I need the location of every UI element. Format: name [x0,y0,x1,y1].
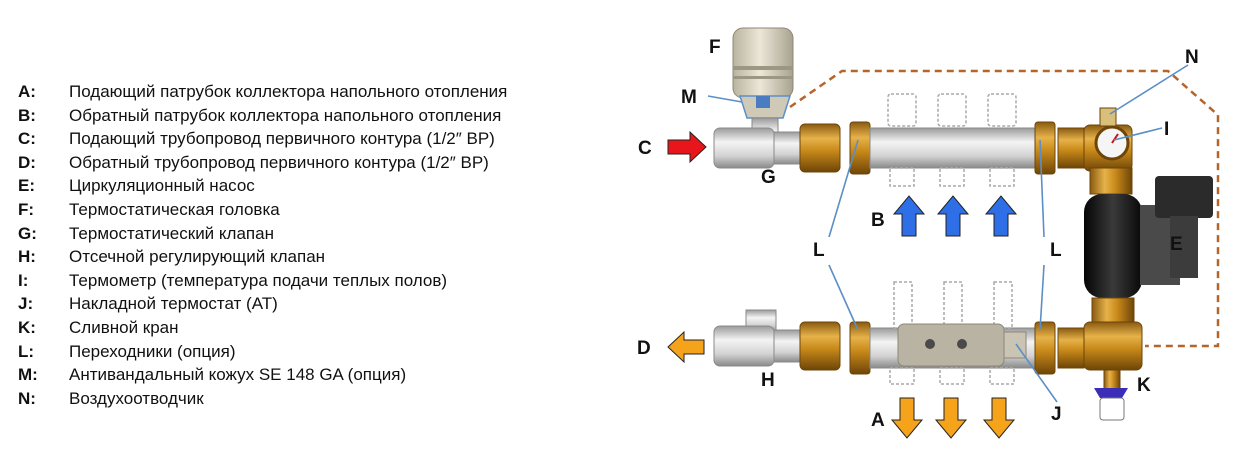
label-n: N [1185,47,1199,68]
legend-key: G: [18,223,37,243]
legend-description: Воздухоотводчик [69,388,204,408]
label-k: K [1137,375,1151,396]
legend-description: Термометр (температура подачи теплых пол… [69,270,448,290]
legend-description: Сливной кран [69,317,179,337]
legend-description: Накладной термостат (AT) [69,294,278,314]
legend-description: Термостатический клапан [69,223,274,243]
label-i: I [1164,119,1169,140]
label-m: M [681,87,697,108]
label-b: B [871,210,885,231]
right-fittings [1057,107,1213,421]
legend-key: L: [18,341,35,361]
upper-manifold [849,93,1056,187]
label-a: A [871,410,885,431]
thermostatic-head [732,27,794,99]
legend-key: B: [18,105,36,125]
surface-thermostat [897,323,1027,367]
label-j: J [1051,404,1062,425]
return-arrow-d [667,330,705,364]
legend-description: Циркуляционный насос [69,176,255,196]
leader-lines [707,64,1189,403]
label-l-right: L [1050,240,1062,261]
legend-key: M: [18,365,38,385]
drain-valve [1094,388,1128,398]
legend-description: Обратный патрубок коллектора напольного … [69,105,502,125]
legend-description: Отсечной регулирующий клапан [69,247,326,267]
label-e: E [1170,234,1183,255]
legend-description: Антивандальный кожух SE 148 GA (опция) [69,365,407,385]
label-l-left: L [813,240,825,261]
label-d: D [637,338,651,359]
supply-arrow-c [667,130,707,164]
legend-key: K: [18,317,36,337]
legend-key: H: [18,247,36,267]
label-c: C [638,138,652,159]
legend-description: Подающий патрубок коллектора напольного … [69,82,508,101]
legend-description: Термостатическая головка [69,199,280,219]
label-g: G [761,167,776,188]
thermostatic-valve [713,117,841,173]
circulation-pump [1084,194,1142,298]
legend-key: A: [18,82,36,101]
manifold-arrows-b [892,195,1018,237]
capillary-dashed-line [789,69,1220,348]
label-h: H [761,370,775,391]
return-shutoff-valve [713,309,841,371]
legend-key: C: [18,129,36,149]
legend-key: N: [18,388,36,408]
legend-key: D: [18,152,36,172]
legend-key: J: [18,294,34,314]
air-vent [1099,107,1117,127]
label-f: F [709,37,721,58]
legend-key: E: [18,176,35,196]
anti-vandal-cover [738,95,792,119]
legend-description: Подающий трубопровод первичного контура … [69,129,495,149]
legend-key: I: [18,270,29,290]
manifold-arrows-a [890,397,1016,439]
legend-key: F: [18,199,35,219]
legend-description: Обратный трубопровод первичного контура … [69,152,489,172]
legend-description: Переходники (опция) [69,341,236,361]
